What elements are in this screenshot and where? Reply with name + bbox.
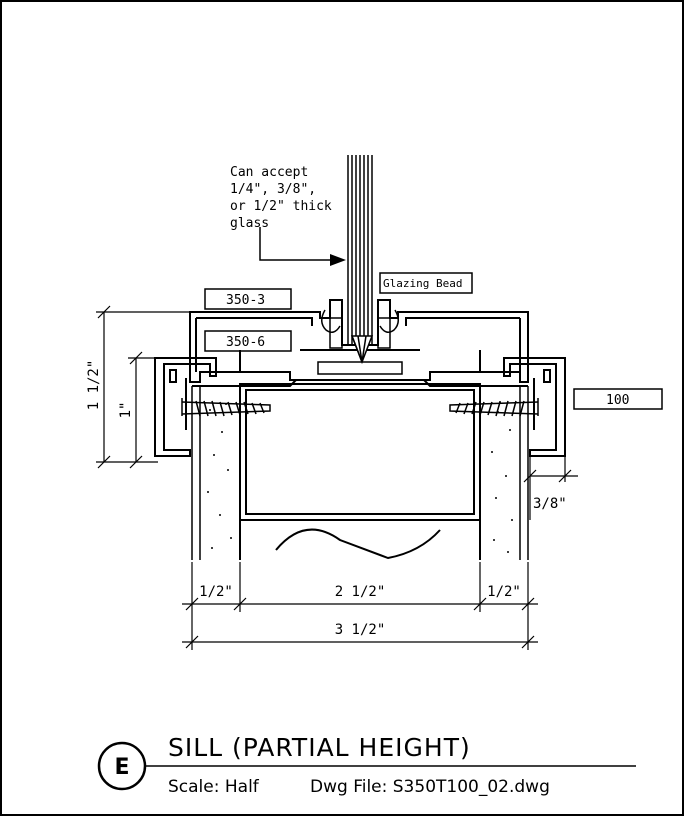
callout-leader — [259, 227, 330, 261]
dim-height-overall — [96, 305, 190, 469]
substrate-stipple — [207, 401, 513, 553]
part-350-3-label: 350-3 — [226, 293, 265, 308]
dim-horizontal-row — [182, 562, 538, 650]
dim-height-overall-label: 1 1/2" — [86, 360, 102, 411]
glazing-bead-label: Glazing Bead — [383, 277, 462, 290]
dim-height-inner — [128, 351, 155, 469]
detail-mark: E — [114, 755, 129, 780]
dim-height-inner-label: 1" — [118, 402, 134, 419]
dim-overall-width-label: 3 1/2" — [335, 622, 386, 638]
callout-arrowhead-icon — [330, 254, 346, 266]
scale-text: Scale: Half — [168, 777, 260, 797]
part-100-box — [573, 388, 663, 410]
part-100-label: 100 — [606, 393, 629, 408]
callout-line-3: or 1/2" thick — [230, 199, 332, 214]
part-350-6-label: 350-6 — [226, 335, 265, 350]
part-350-6-box — [204, 330, 292, 352]
side-frame-right — [503, 357, 566, 457]
dim-right-half-label: 1/2" — [487, 584, 521, 600]
detail-title: SILL (PARTIAL HEIGHT) — [168, 733, 471, 762]
screw-right-icon — [449, 398, 539, 417]
break-line — [275, 528, 441, 560]
callout-line-4: glass — [230, 216, 269, 231]
glass-callout: Can accept 1/4", 3/8", or 1/2" thick gla… — [230, 165, 346, 266]
screw-left-icon — [181, 398, 271, 417]
callout-line-2: 1/4", 3/8", — [230, 182, 316, 197]
glazing-gaskets — [317, 309, 403, 375]
part-350-3-box — [204, 288, 292, 310]
side-frame-left — [154, 357, 217, 457]
dim-left-half-label: 1/2" — [199, 584, 233, 600]
callout-line-1: Can accept — [230, 165, 308, 180]
title-block: E SILL (PARTIAL HEIGHT) Scale: Half Dwg … — [97, 733, 636, 797]
dwg-file-text: Dwg File: S350T100_02.dwg — [310, 777, 550, 797]
dim-side-gap-label: 3/8" — [533, 496, 567, 512]
dim-center-label: 2 1/2" — [335, 584, 386, 600]
sill-tube — [239, 383, 481, 560]
glass-lites — [347, 155, 373, 345]
dim-side-gap — [523, 456, 578, 520]
glazing-bead-box — [379, 272, 473, 294]
